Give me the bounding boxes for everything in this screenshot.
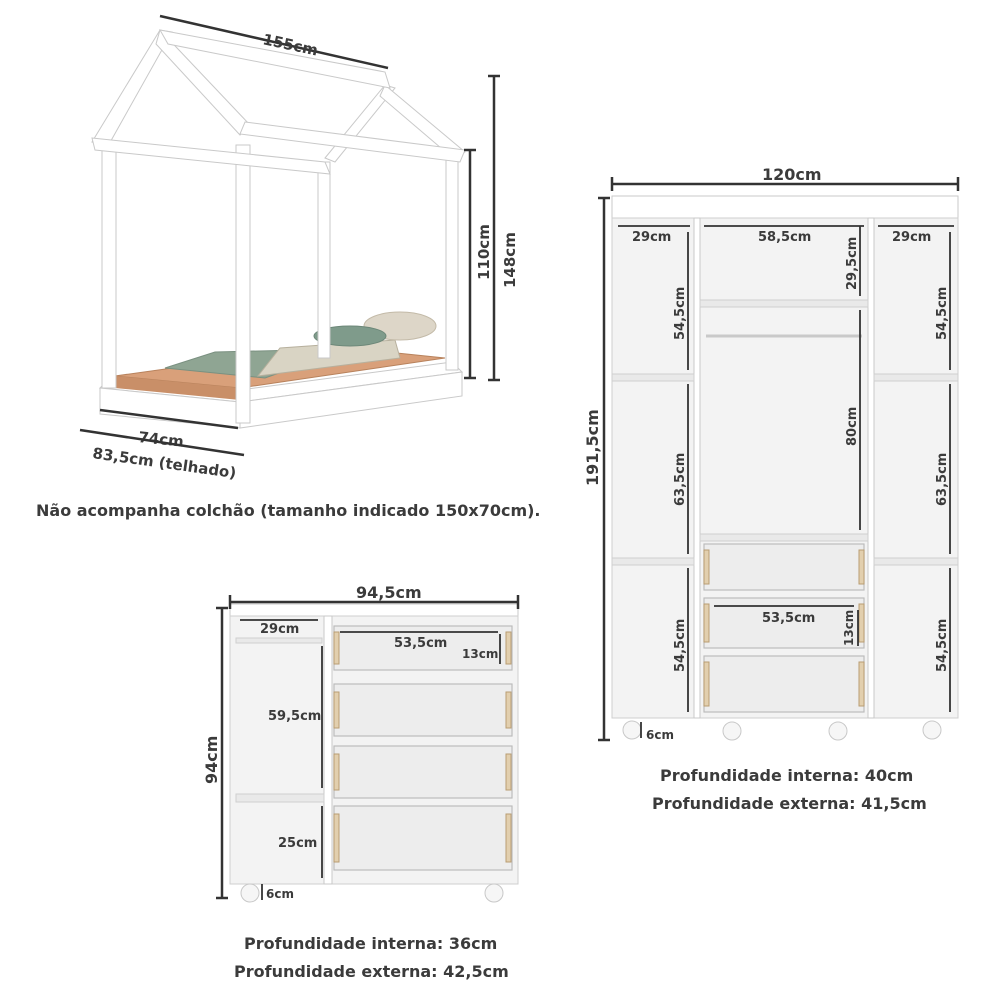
bed-roof-dimension-line — [79, 428, 245, 457]
pillow-front — [313, 325, 387, 347]
wardrobe-shelf — [873, 557, 959, 566]
wardrobe-shelf — [699, 533, 869, 542]
bed-width-dimension-line — [159, 14, 389, 70]
dresser-top — [229, 603, 519, 617]
wardrobe-shelf — [611, 557, 695, 566]
wardrobe-drawer — [703, 543, 865, 591]
dresser-left-width: 29cm — [260, 622, 299, 637]
wardrobe-depth-internal: Profundidade interna: 40cm — [660, 766, 913, 785]
bed-inner-height-label: 110cm — [475, 224, 493, 280]
wardrobe-divider — [693, 217, 701, 719]
dresser: 94,5cm 94cm 29cm 53,5cm 13cm 59,5cm 25cm… — [202, 583, 520, 981]
dresser-foot-height: 6cm — [266, 887, 294, 901]
wardrobe-right-upper-height: 54,5cm — [935, 287, 950, 340]
wardrobe: 120cm 191,5cm 29cm 58,5cm 29cm 29,5cm 54… — [583, 165, 960, 813]
wardrobe-foot — [828, 721, 848, 741]
wardrobe-shelf — [699, 299, 869, 308]
mattress-front — [115, 376, 240, 400]
wardrobe-divider — [867, 217, 875, 719]
dresser-drawer-width: 53,5cm — [394, 636, 447, 651]
bed-total-height-label: 148cm — [501, 232, 519, 288]
bed-post — [101, 149, 117, 389]
wardrobe-drawer-width: 53,5cm — [762, 611, 815, 626]
dresser-width-label: 94,5cm — [356, 583, 422, 602]
dresser-drawer — [333, 805, 513, 871]
roof-ridge — [159, 29, 391, 89]
dresser-left-upper-height: 59,5cm — [268, 709, 321, 724]
dresser-depth-external: Profundidade externa: 42,5cm — [234, 962, 509, 981]
wardrobe-foot — [722, 721, 742, 741]
roof-beam-right — [239, 121, 466, 163]
wardrobe-left-top-width: 29cm — [632, 230, 671, 245]
dresser-drawer-height: 13cm — [462, 647, 498, 661]
dresser-shelf — [235, 637, 323, 644]
wardrobe-top — [611, 195, 959, 219]
dresser-left-lower-height: 25cm — [278, 836, 317, 851]
wardrobe-center-top-height: 29,5cm — [845, 237, 860, 290]
dresser-height-label: 94cm — [202, 736, 221, 784]
wardrobe-foot — [622, 720, 642, 740]
bed-post — [317, 161, 331, 359]
wardrobe-left-mid-height: 63,5cm — [673, 453, 688, 506]
dresser-shelf — [235, 793, 325, 803]
wardrobe-left-upper-height: 54,5cm — [673, 287, 688, 340]
wardrobe-height-label: 191,5cm — [583, 409, 602, 486]
roof-front-right — [155, 29, 251, 136]
wardrobe-hanging-height: 80cm — [845, 407, 860, 446]
dresser-drawer — [333, 625, 513, 671]
wardrobe-width-label: 120cm — [762, 165, 822, 184]
dresser-foot — [240, 883, 260, 903]
dresser-drawer — [333, 745, 513, 799]
roof-beam-left — [91, 137, 331, 175]
wardrobe-foot — [922, 720, 942, 740]
wardrobe-center-top-width: 58,5cm — [758, 230, 811, 245]
bed-post — [235, 144, 251, 424]
bed-depth-dimension-line — [99, 408, 239, 430]
bed-post — [445, 157, 459, 371]
dresser-drawer — [333, 683, 513, 737]
dresser-divider — [323, 615, 333, 885]
dresser-depth-internal: Profundidade interna: 36cm — [244, 934, 497, 953]
wardrobe-right-low-height: 54,5cm — [935, 619, 950, 672]
wardrobe-shelf — [611, 373, 695, 382]
wardrobe-drawer-height: 13cm — [842, 610, 856, 646]
wardrobe-depth-external: Profundidade externa: 41,5cm — [652, 794, 927, 813]
wardrobe-foot-height: 6cm — [646, 728, 674, 742]
wardrobe-right-top-width: 29cm — [892, 230, 931, 245]
wardrobe-right-mid-height: 63,5cm — [935, 453, 950, 506]
wardrobe-drawer — [703, 655, 865, 713]
bed-mattress-note: Não acompanha colchão (tamanho indicado … — [36, 501, 541, 520]
house-bed: 155cm 110cm 148cm 74cm 83,5cm (telhado) … — [36, 14, 541, 520]
dresser-foot — [484, 883, 504, 903]
wardrobe-shelf — [873, 373, 959, 382]
wardrobe-left-low-height: 54,5cm — [673, 619, 688, 672]
